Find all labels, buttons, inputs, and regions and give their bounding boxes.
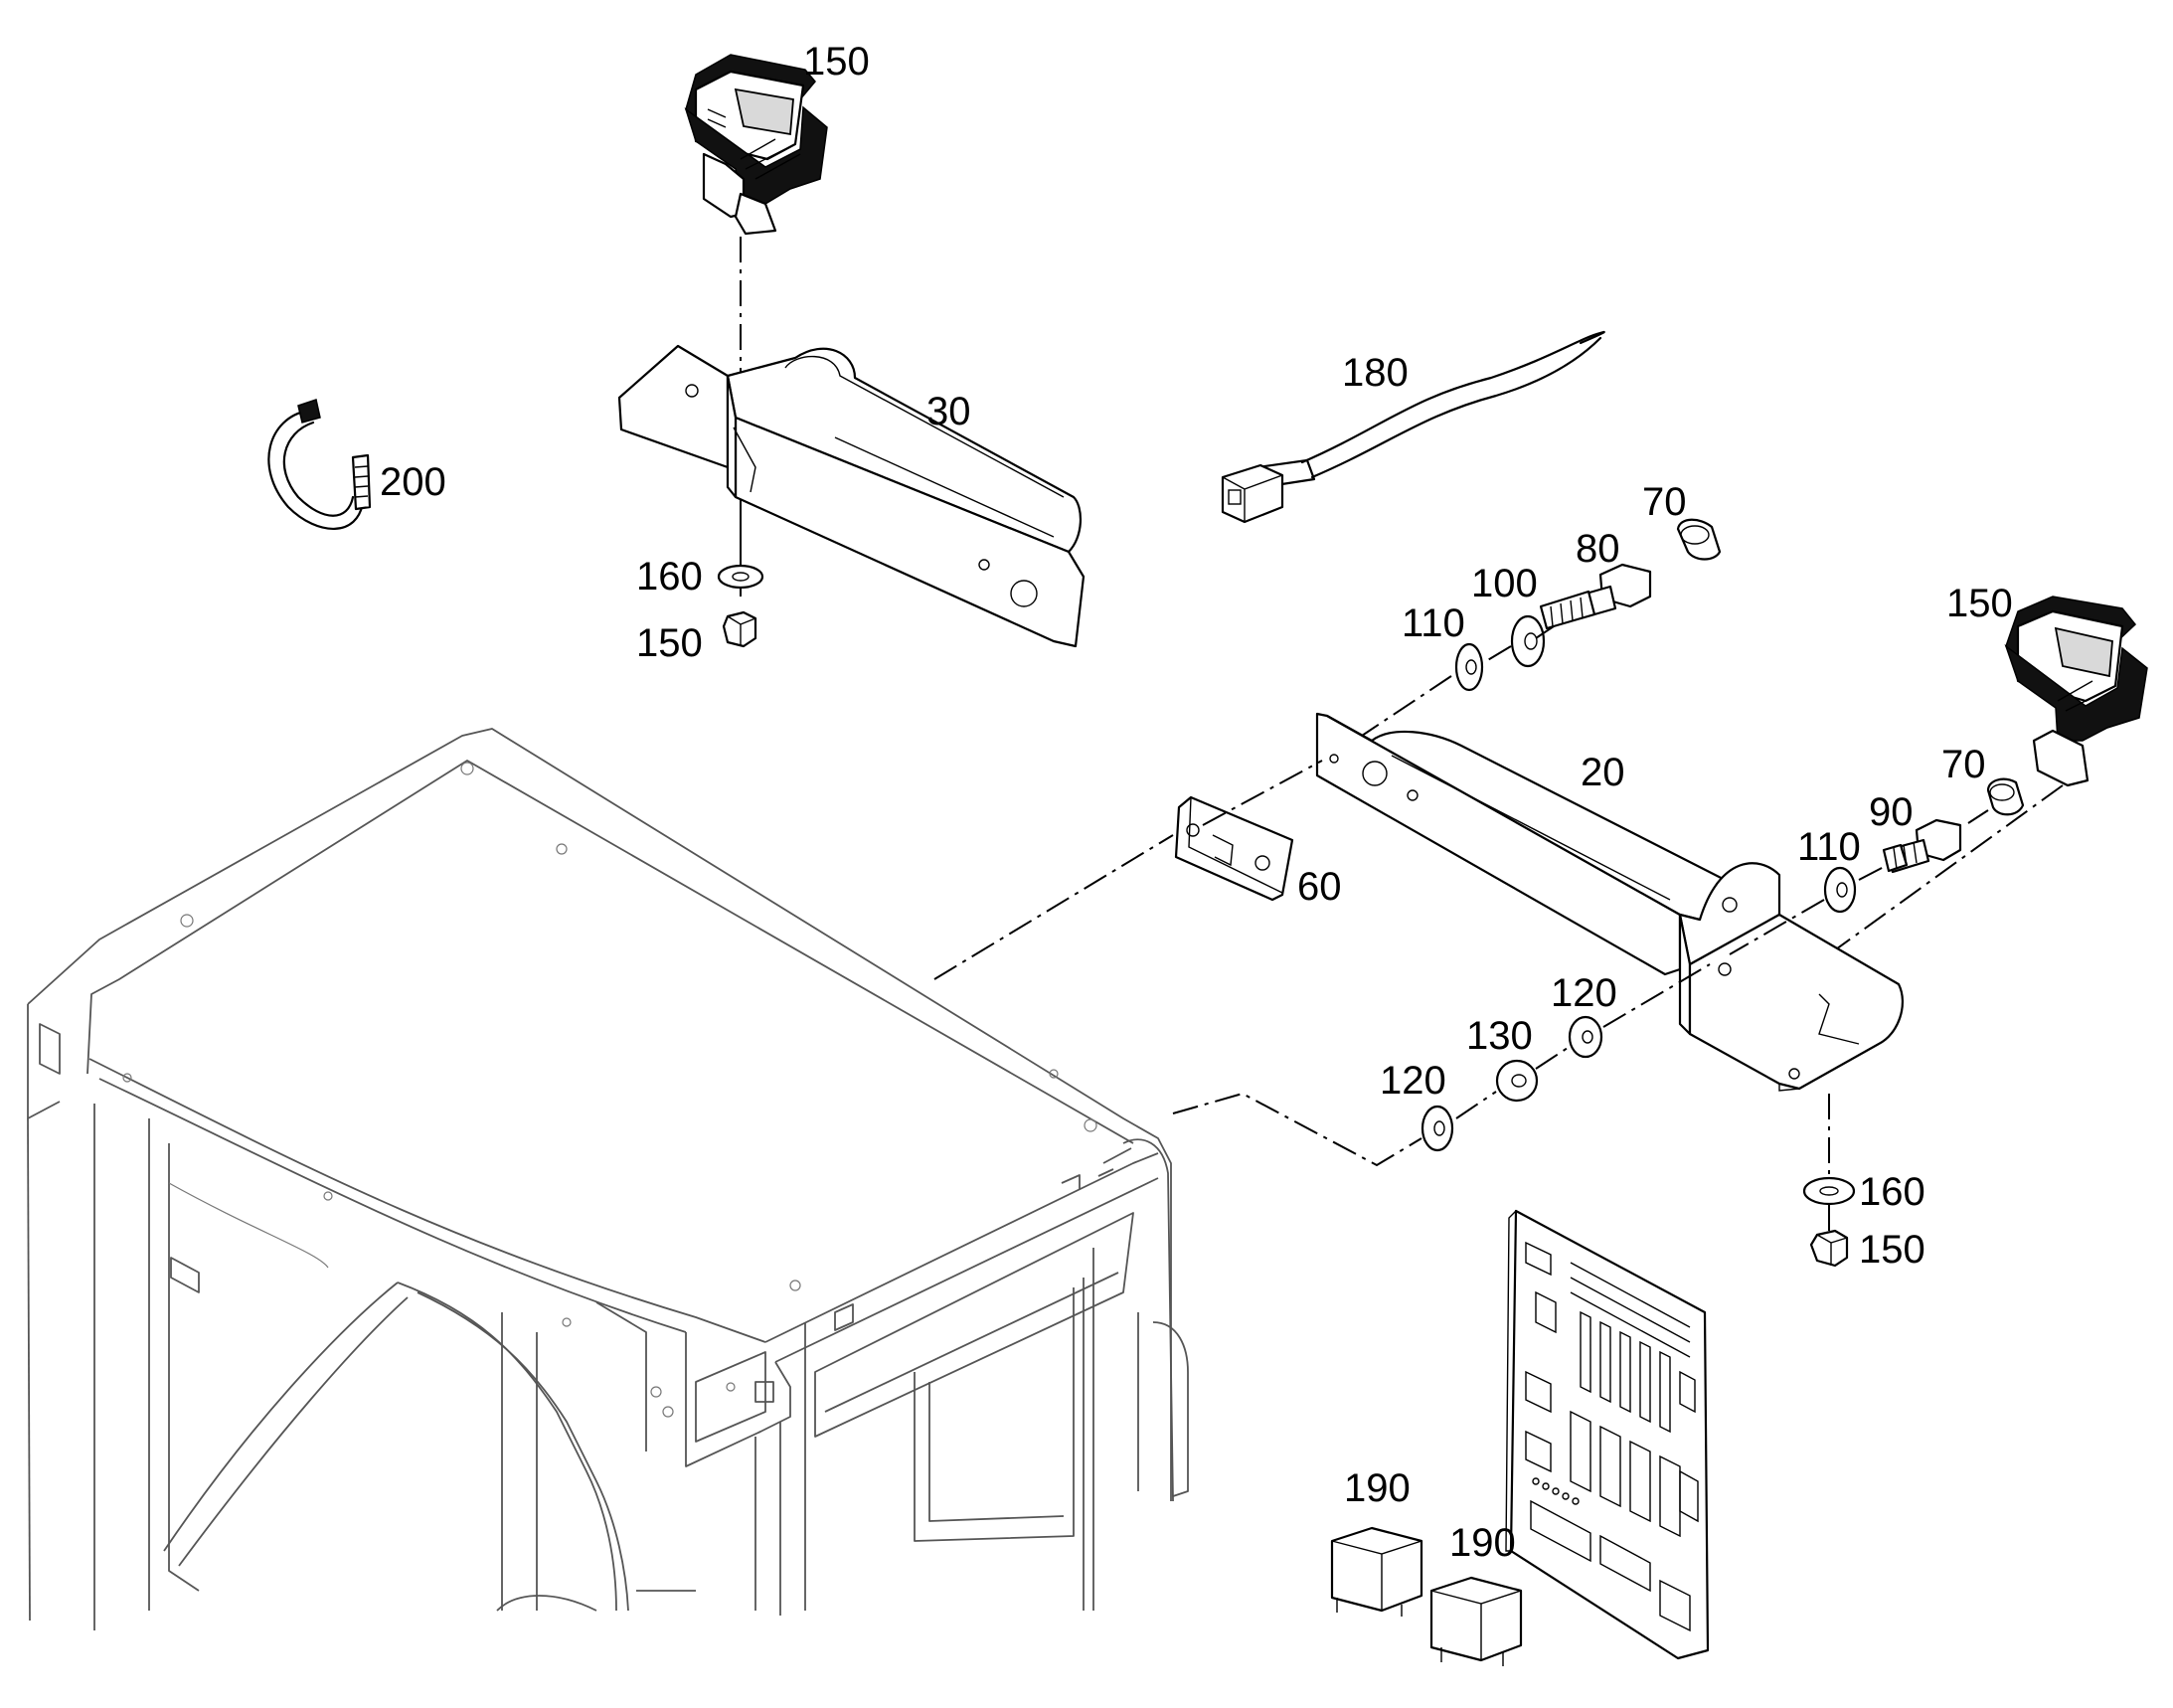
work-light-right <box>2004 596 2148 787</box>
washer-130 <box>1495 1059 1539 1103</box>
bolt-90 <box>1882 818 1962 874</box>
callout-150-nut-top: 150 <box>636 621 703 665</box>
nut-150-lower <box>1809 1229 1849 1268</box>
axis-line-washers-120-130 <box>1172 963 1711 1167</box>
bracket-20 <box>1315 712 1904 1092</box>
callout-160-lower: 160 <box>1859 1170 1925 1214</box>
callout-90: 90 <box>1869 790 1914 834</box>
callout-190-left: 190 <box>1344 1466 1411 1510</box>
callout-70-upper: 70 <box>1642 480 1687 524</box>
axis-line-bolt-80 <box>1331 675 1452 757</box>
callout-110-lower: 110 <box>1797 825 1861 869</box>
callout-150-top: 150 <box>803 40 870 84</box>
callout-160-top: 160 <box>636 555 703 598</box>
washer-110-upper <box>1454 642 1484 692</box>
grommet-70-lower <box>1986 777 2025 816</box>
cable-tie-200 <box>267 399 372 530</box>
callout-60: 60 <box>1297 865 1342 909</box>
callout-150-nut-lower: 150 <box>1859 1228 1925 1272</box>
washer-120-lower <box>1421 1105 1454 1152</box>
callout-150-right: 150 <box>1946 582 2013 625</box>
relay-190-right <box>1429 1576 1523 1666</box>
bracket-30 <box>617 344 1086 648</box>
cable-harness-180 <box>1221 330 1605 524</box>
washer-160-lower <box>1802 1176 1856 1206</box>
callout-120-upper: 120 <box>1551 971 1617 1015</box>
plate-60 <box>1174 795 1294 902</box>
relay-190-left <box>1330 1526 1423 1617</box>
grommet-70-upper <box>1676 518 1722 561</box>
callout-20: 20 <box>1581 751 1625 794</box>
washer-120-upper <box>1568 1015 1603 1059</box>
work-light-top <box>684 54 828 236</box>
callout-100: 100 <box>1471 562 1538 605</box>
callout-80: 80 <box>1576 527 1620 571</box>
callout-190-right: 190 <box>1449 1521 1516 1565</box>
callout-180: 180 <box>1342 351 1409 395</box>
axis-line-plate-60 <box>933 760 1323 980</box>
washer-100 <box>1510 614 1546 668</box>
callout-110-upper: 110 <box>1402 601 1465 645</box>
callout-130: 130 <box>1466 1014 1533 1058</box>
washer-160-top <box>717 564 764 590</box>
callout-70-lower: 70 <box>1941 743 1986 786</box>
washer-110-lower <box>1823 866 1857 914</box>
callout-120-lower: 120 <box>1380 1059 1446 1103</box>
nut-150-top <box>722 610 757 648</box>
cab-roof <box>27 728 1189 1630</box>
callout-200: 200 <box>380 460 446 504</box>
bolt-80 <box>1539 563 1652 630</box>
callout-30: 30 <box>926 390 971 433</box>
circuit-board <box>1505 1209 1710 1660</box>
